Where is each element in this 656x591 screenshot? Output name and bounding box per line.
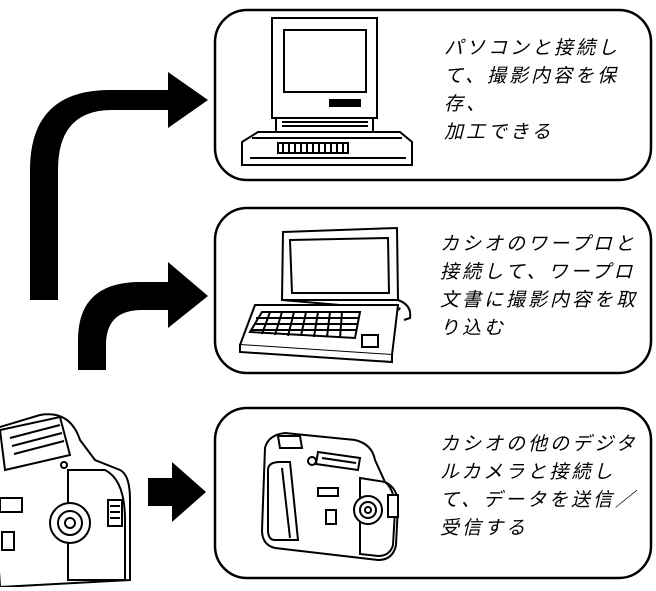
curved-arrow-icon bbox=[78, 262, 208, 370]
straight-arrow-icon bbox=[148, 462, 206, 522]
panel-pc-text: パソコンと接続し て、撮影内容を保存、 加工できる bbox=[444, 37, 621, 143]
panel-camera-frame bbox=[213, 406, 653, 580]
panel-camera-text: カシオの他のデジタ ルカメラと接続し て、データを送信／ 受信する bbox=[440, 433, 638, 539]
curved-arrow-icon bbox=[30, 72, 208, 300]
source-camera-icon bbox=[0, 413, 131, 589]
panel-wordpro-frame bbox=[213, 206, 653, 375]
desktop-computer-icon bbox=[241, 17, 413, 166]
digital-camera-icon bbox=[260, 431, 400, 562]
panel-pc-frame bbox=[213, 8, 653, 182]
panel-wordpro-text: カシオのワープロと 接続して、ワープロ 文書に撮影内容を取 り込む bbox=[440, 233, 639, 339]
laptop-word-processor-icon bbox=[238, 226, 412, 364]
